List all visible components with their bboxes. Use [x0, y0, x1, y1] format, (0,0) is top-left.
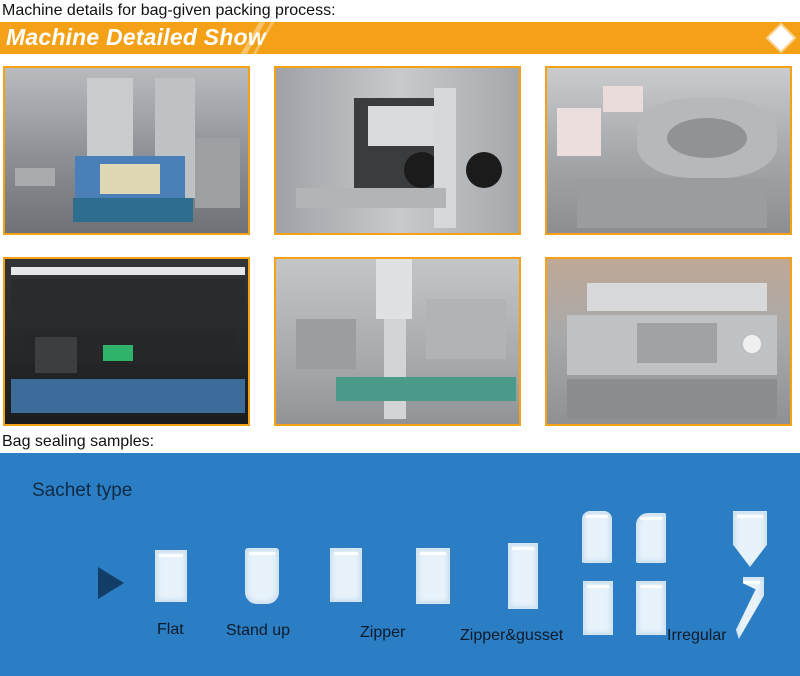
irregular-bag-sample-5 [636, 581, 666, 635]
irregular-label: Irregular [667, 627, 727, 644]
zipper-label: Zipper [360, 624, 406, 641]
diamond-icon [768, 25, 794, 51]
zipper-gusset-label: Zipper&gusset [460, 627, 564, 644]
zipper-bag-sample-2 [416, 548, 450, 604]
stand-up-label: Stand up [226, 622, 291, 639]
irregular-bag-sample-3 [733, 511, 767, 567]
page-caption: Machine details for bag-given packing pr… [2, 2, 336, 19]
irregular-bag-sample-4 [583, 581, 613, 635]
irregular-bag-sample-2 [636, 513, 666, 563]
flat-label: Flat [157, 621, 184, 638]
sachet-panel: Sachet type Flat Stand up Zipper Zipper&… [0, 453, 800, 676]
zipper-bag-sample [330, 548, 362, 602]
sachet-type-title: Sachet type [32, 480, 133, 501]
samples-caption: Bag sealing samples: [2, 433, 155, 450]
bag-gripper-photo [3, 66, 250, 235]
irregular-bag-sample-1 [582, 511, 612, 563]
section-banner: Machine Detailed Show [0, 22, 800, 54]
rotary-table-photo [545, 66, 792, 235]
stand-up-bag-sample [245, 548, 279, 604]
conveyor-photo [274, 257, 521, 426]
plc-controller-photo [3, 257, 250, 426]
date-coder-photo [274, 66, 521, 235]
play-icon [98, 567, 124, 599]
sealing-station-photo [545, 257, 792, 426]
zipper-gusset-bag-sample [508, 543, 538, 609]
flat-bag-sample [155, 550, 187, 602]
banner-title: Machine Detailed Show [6, 24, 266, 50]
irregular-bag-sample-6 [736, 577, 764, 639]
